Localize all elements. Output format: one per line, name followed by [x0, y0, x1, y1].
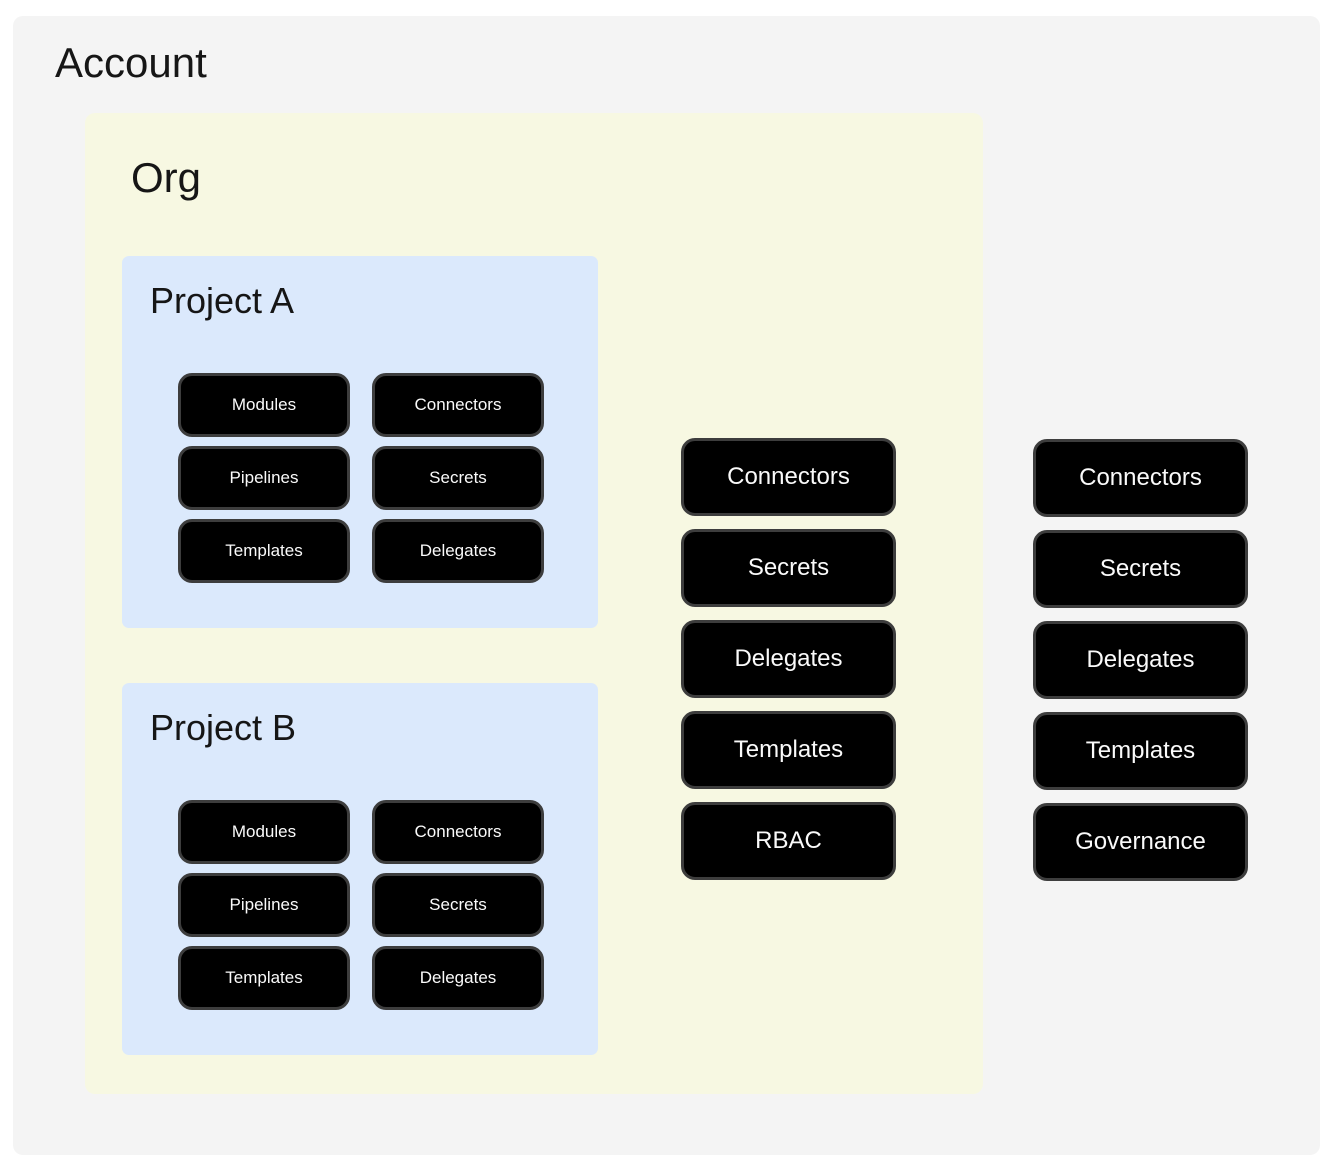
project-a-resource-grid: Modules Connectors Pipelines Secrets Tem… — [178, 373, 544, 583]
project-b-pill-connectors: Connectors — [372, 800, 544, 864]
project-b-pill-templates: Templates — [178, 946, 350, 1010]
org-pill-connectors: Connectors — [681, 438, 896, 516]
project-b-resource-grid: Modules Connectors Pipelines Secrets Tem… — [178, 800, 544, 1010]
project-b-title: Project B — [150, 707, 297, 748]
org-pill-secrets: Secrets — [681, 529, 896, 607]
project-a-title: Project A — [150, 280, 295, 321]
account-resource-column: Connectors Secrets Delegates Templates G… — [1033, 439, 1248, 881]
project-a-pill-connectors: Connectors — [372, 373, 544, 437]
project-b-pill-secrets: Secrets — [372, 873, 544, 937]
project-a-pill-secrets: Secrets — [372, 446, 544, 510]
org-resource-column: Connectors Secrets Delegates Templates R… — [681, 438, 896, 880]
account-pill-templates: Templates — [1033, 712, 1248, 790]
org-pill-templates: Templates — [681, 711, 896, 789]
project-a-pill-delegates: Delegates — [372, 519, 544, 583]
project-a-pill-pipelines: Pipelines — [178, 446, 350, 510]
account-pill-connectors: Connectors — [1033, 439, 1248, 517]
org-pill-rbac: RBAC — [681, 802, 896, 880]
org-pill-delegates: Delegates — [681, 620, 896, 698]
project-b-pill-modules: Modules — [178, 800, 350, 864]
account-pill-governance: Governance — [1033, 803, 1248, 881]
project-b-container: Project B Modules Connectors Pipelines S… — [122, 683, 598, 1055]
org-container: Org Project A Modules Connectors Pipelin… — [85, 113, 983, 1094]
project-a-container: Project A Modules Connectors Pipelines S… — [122, 256, 598, 628]
account-pill-delegates: Delegates — [1033, 621, 1248, 699]
project-a-pill-modules: Modules — [178, 373, 350, 437]
project-b-pill-pipelines: Pipelines — [178, 873, 350, 937]
project-b-pill-delegates: Delegates — [372, 946, 544, 1010]
account-container: Account Org Project A Modules Connectors… — [13, 16, 1320, 1155]
org-title: Org — [131, 154, 202, 201]
account-pill-secrets: Secrets — [1033, 530, 1248, 608]
project-a-pill-templates: Templates — [178, 519, 350, 583]
account-title: Account — [55, 39, 207, 86]
